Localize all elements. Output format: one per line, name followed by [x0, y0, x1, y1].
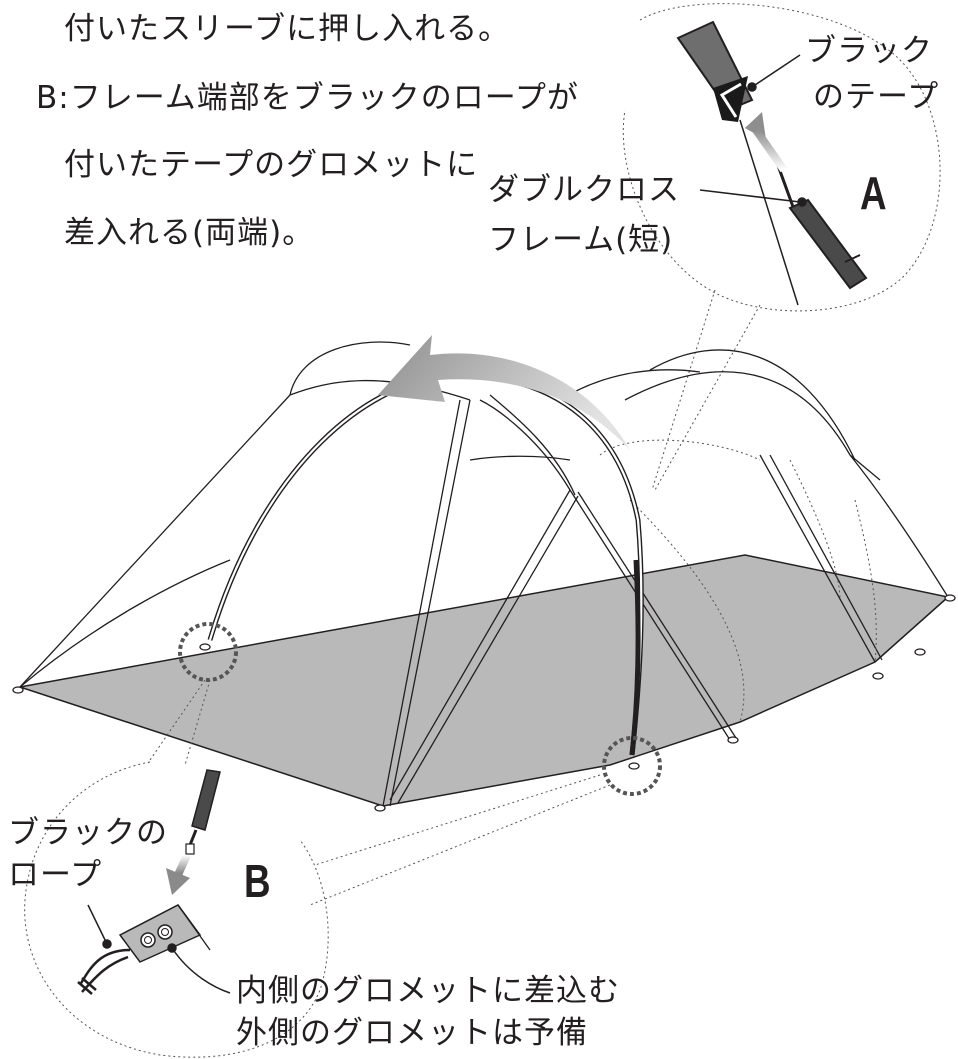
detail-b-leaders: [87, 904, 231, 994]
cross-frame-label-1: ダブルクロス: [488, 172, 680, 208]
highlight-circle-left: [178, 622, 238, 682]
black-rope-label-1: ブラックの: [8, 815, 168, 851]
cross-frame-label-2: フレーム(短): [488, 222, 674, 258]
insertion-arrow: [378, 335, 630, 450]
detail-b-rope: [77, 948, 131, 995]
detail-b-tape: [118, 904, 211, 963]
black-tape-label-1: ブラック: [805, 33, 933, 69]
tent-inner-dotted: [629, 459, 877, 723]
instruction-line-4: 差入れる(両端)。: [64, 215, 315, 251]
highlight-circle-right: [602, 736, 662, 796]
detail-a-leaders: [699, 54, 807, 207]
instruction-line-2: B:フレーム端部をブラックのロープが: [36, 80, 579, 116]
outer-grommet-label: 外側のグロメットは予備: [236, 1015, 588, 1051]
detail-b-circle: [24, 761, 329, 1058]
tent-floor: [19, 554, 950, 807]
instruction-line-3: 付いたテープのグロメットに: [64, 147, 479, 183]
detail-b-pole: [166, 769, 221, 895]
inner-grommet-label: 内側のグロメットに差込む: [236, 973, 620, 1009]
stake-loops: [12, 594, 956, 812]
detail-a-pole: [676, 20, 868, 306]
detail-b-marker: B: [244, 855, 271, 907]
detail-b-callout-lines: [147, 679, 611, 906]
detail-a-marker: A: [860, 167, 887, 219]
instruction-line-1: 付いたスリーブに押し入れる。: [64, 11, 511, 47]
black-tape-label-2: のテープ: [813, 79, 940, 115]
black-rope-label-2: ロープ: [8, 857, 103, 893]
detail-a-callout-lines: [599, 289, 761, 491]
